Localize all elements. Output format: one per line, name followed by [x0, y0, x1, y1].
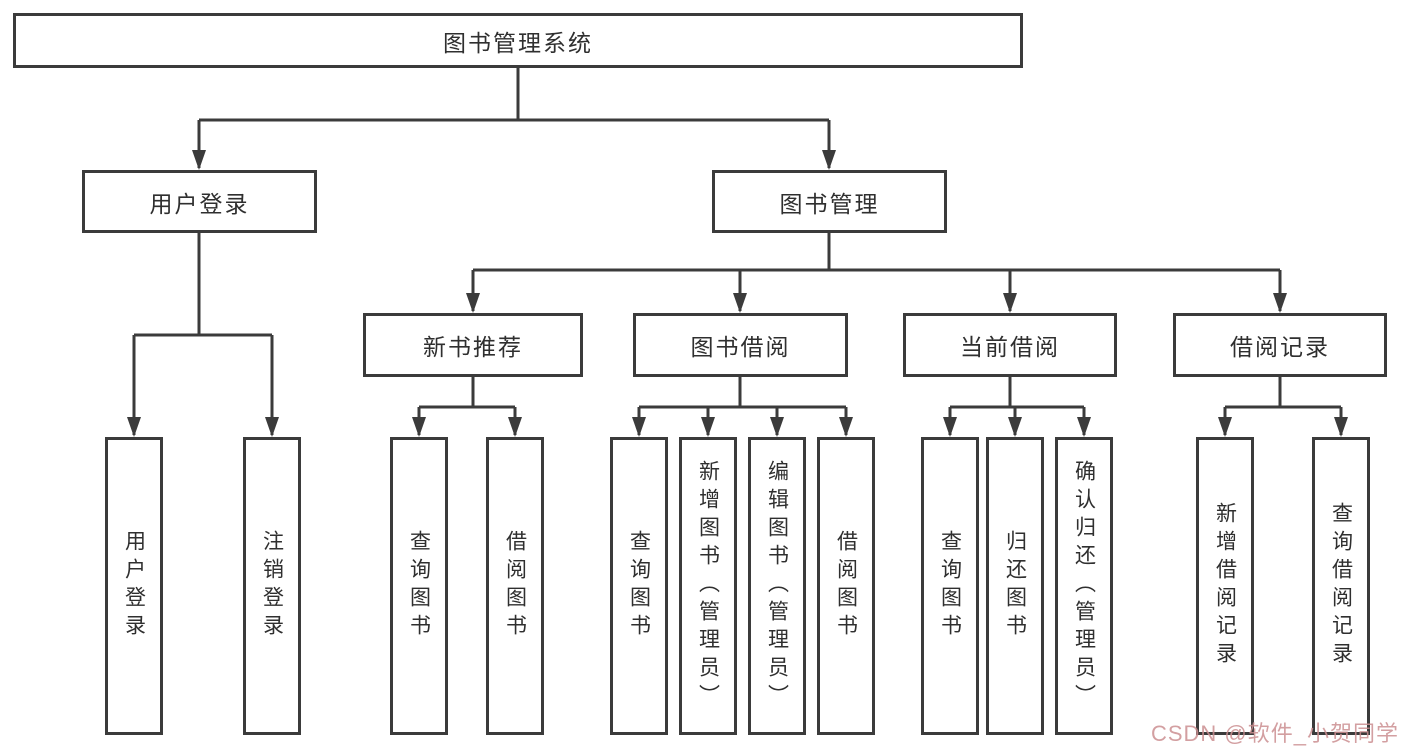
node-book-borrowing: 图书借阅	[633, 313, 848, 377]
node-label: 归还图书	[1003, 530, 1027, 642]
node-label: 注销登录	[260, 530, 284, 642]
arrowhead-icon	[632, 417, 646, 437]
node-label: 当前借阅	[960, 334, 1060, 360]
arrowhead-icon	[1273, 293, 1287, 313]
leaf-query-books-borrowing: 查询图书	[610, 437, 668, 735]
leaf-add-borrow-record: 新增借阅记录	[1196, 437, 1254, 735]
leaf-edit-books-admin: 编辑图书（管理员）	[748, 437, 806, 735]
node-label: 用户登录	[149, 190, 250, 217]
node-label: 查询图书	[938, 530, 962, 642]
arrowhead-icon	[466, 293, 480, 313]
leaf-logout: 注销登录	[243, 437, 301, 735]
node-current-borrowing: 当前借阅	[903, 313, 1117, 377]
arrowhead-icon	[1003, 293, 1017, 313]
leaf-borrow-books-recommend: 借阅图书	[486, 437, 544, 735]
node-label: 图书借阅	[690, 334, 791, 360]
leaf-return-books: 归还图书	[986, 437, 1044, 735]
arrowhead-icon	[822, 150, 836, 170]
node-label: 新增图书（管理员）	[696, 460, 720, 712]
node-label: 新增借阅记录	[1213, 502, 1237, 670]
arrowhead-icon	[1334, 417, 1348, 437]
node-label: 确认归还（管理员）	[1072, 460, 1096, 712]
node-book-management: 图书管理	[712, 170, 947, 233]
node-label: 图书管理系统	[443, 29, 593, 56]
arrowhead-icon	[1077, 417, 1091, 437]
node-label: 借阅图书	[503, 530, 527, 642]
leaf-borrow-books: 借阅图书	[817, 437, 875, 735]
arrowhead-icon	[265, 417, 279, 437]
connector-line	[132, 68, 1343, 435]
leaf-query-borrow-record: 查询借阅记录	[1312, 437, 1370, 735]
leaf-user-login: 用户登录	[105, 437, 163, 735]
node-user-login: 用户登录	[82, 170, 317, 233]
leaf-query-books-recommend: 查询图书	[390, 437, 448, 735]
node-borrow-records: 借阅记录	[1173, 313, 1387, 377]
arrowhead-icon	[508, 417, 522, 437]
node-label: 用户登录	[122, 530, 146, 642]
arrowhead-icon	[412, 417, 426, 437]
arrowhead-icon	[1008, 417, 1022, 437]
arrowhead-icon	[733, 293, 747, 313]
node-label: 借阅图书	[834, 530, 858, 642]
arrowhead-icon	[943, 417, 957, 437]
node-label: 查询借阅记录	[1329, 502, 1353, 670]
node-root-system: 图书管理系统	[13, 13, 1023, 68]
leaf-confirm-return-admin: 确认归还（管理员）	[1055, 437, 1113, 735]
connector-lines	[132, 68, 1343, 435]
arrowhead-icon	[1218, 417, 1232, 437]
arrowhead-icon	[127, 417, 141, 437]
arrowhead-icon	[839, 417, 853, 437]
leaf-add-books-admin: 新增图书（管理员）	[679, 437, 737, 735]
leaf-query-books-current: 查询图书	[921, 437, 979, 735]
node-label: 查询图书	[627, 530, 651, 642]
node-label: 借阅记录	[1230, 334, 1330, 360]
node-label: 图书管理	[779, 190, 880, 217]
csdn-watermark: CSDN @软件_小贺同学	[1150, 721, 1399, 746]
node-label: 新书推荐	[423, 334, 523, 360]
node-label: 编辑图书（管理员）	[765, 460, 789, 712]
arrowhead-icon	[770, 417, 784, 437]
arrowhead-icon	[701, 417, 715, 437]
node-new-book-recommend: 新书推荐	[363, 313, 583, 377]
node-label: 查询图书	[407, 530, 431, 642]
connector-arrowheads	[127, 150, 1348, 437]
arrowhead-icon	[192, 150, 206, 170]
